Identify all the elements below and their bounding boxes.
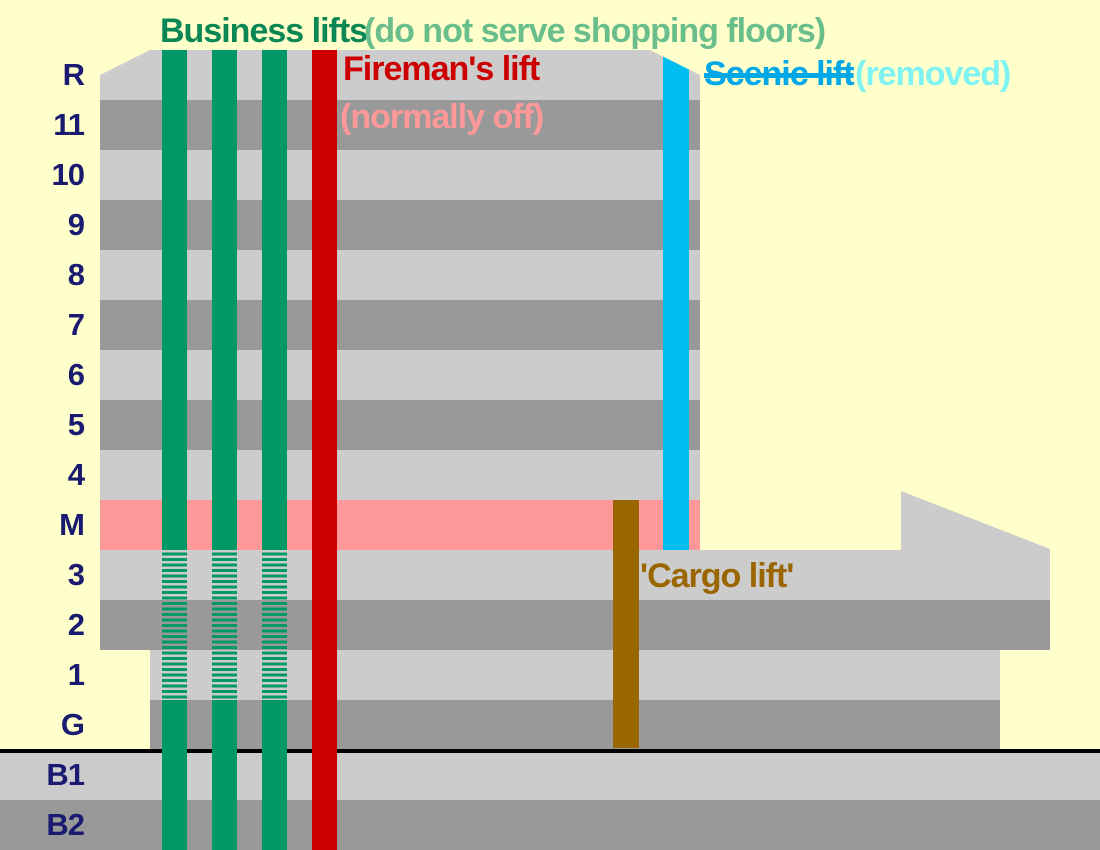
cargo-lift-label: 'Cargo lift'	[640, 557, 794, 595]
floor-label-ground: G	[60, 707, 85, 742]
floor-label-2: 2	[67, 607, 85, 642]
business-lift-shaft-3	[262, 50, 287, 850]
floor-label-b1: B1	[46, 757, 85, 792]
business-lifts-note: (do not serve shopping floors)	[364, 12, 826, 50]
floor-label-5: 5	[67, 407, 85, 442]
floor-label-4: 4	[67, 457, 85, 492]
floor-label-9: 9	[67, 207, 85, 242]
floor-label-b2: B2	[46, 807, 85, 842]
ground-line	[0, 749, 1100, 753]
scenic-lift-label: Scenic lift	[704, 55, 855, 93]
fireman-lift-note: (normally off)	[340, 98, 544, 136]
business-lift-shaft-1	[162, 50, 187, 850]
business-lifts-label: Business lifts	[160, 12, 368, 50]
scenic-lift-shaft	[663, 56, 689, 550]
fireman-lift-label: Fireman's lift	[343, 50, 540, 88]
floor-label-6: 6	[67, 357, 85, 392]
business-lift-shaft-2	[212, 50, 237, 850]
mezzanine-floor-stripe	[100, 500, 700, 550]
floor-label-3: 3	[67, 557, 85, 592]
floor-label-1: 1	[67, 657, 85, 692]
floor-label-7: 7	[67, 307, 85, 342]
floor-label-mezzanine: M	[59, 507, 85, 542]
scenic-lift-note: (removed)	[855, 55, 1011, 93]
floor-label-8: 8	[67, 257, 85, 292]
floor-label-11: 11	[53, 107, 85, 142]
floor-label-10: 10	[51, 157, 85, 192]
cargo-lift-shaft	[613, 500, 639, 748]
fireman-lift-shaft	[312, 50, 337, 850]
floor-label-roof: R	[62, 57, 85, 92]
